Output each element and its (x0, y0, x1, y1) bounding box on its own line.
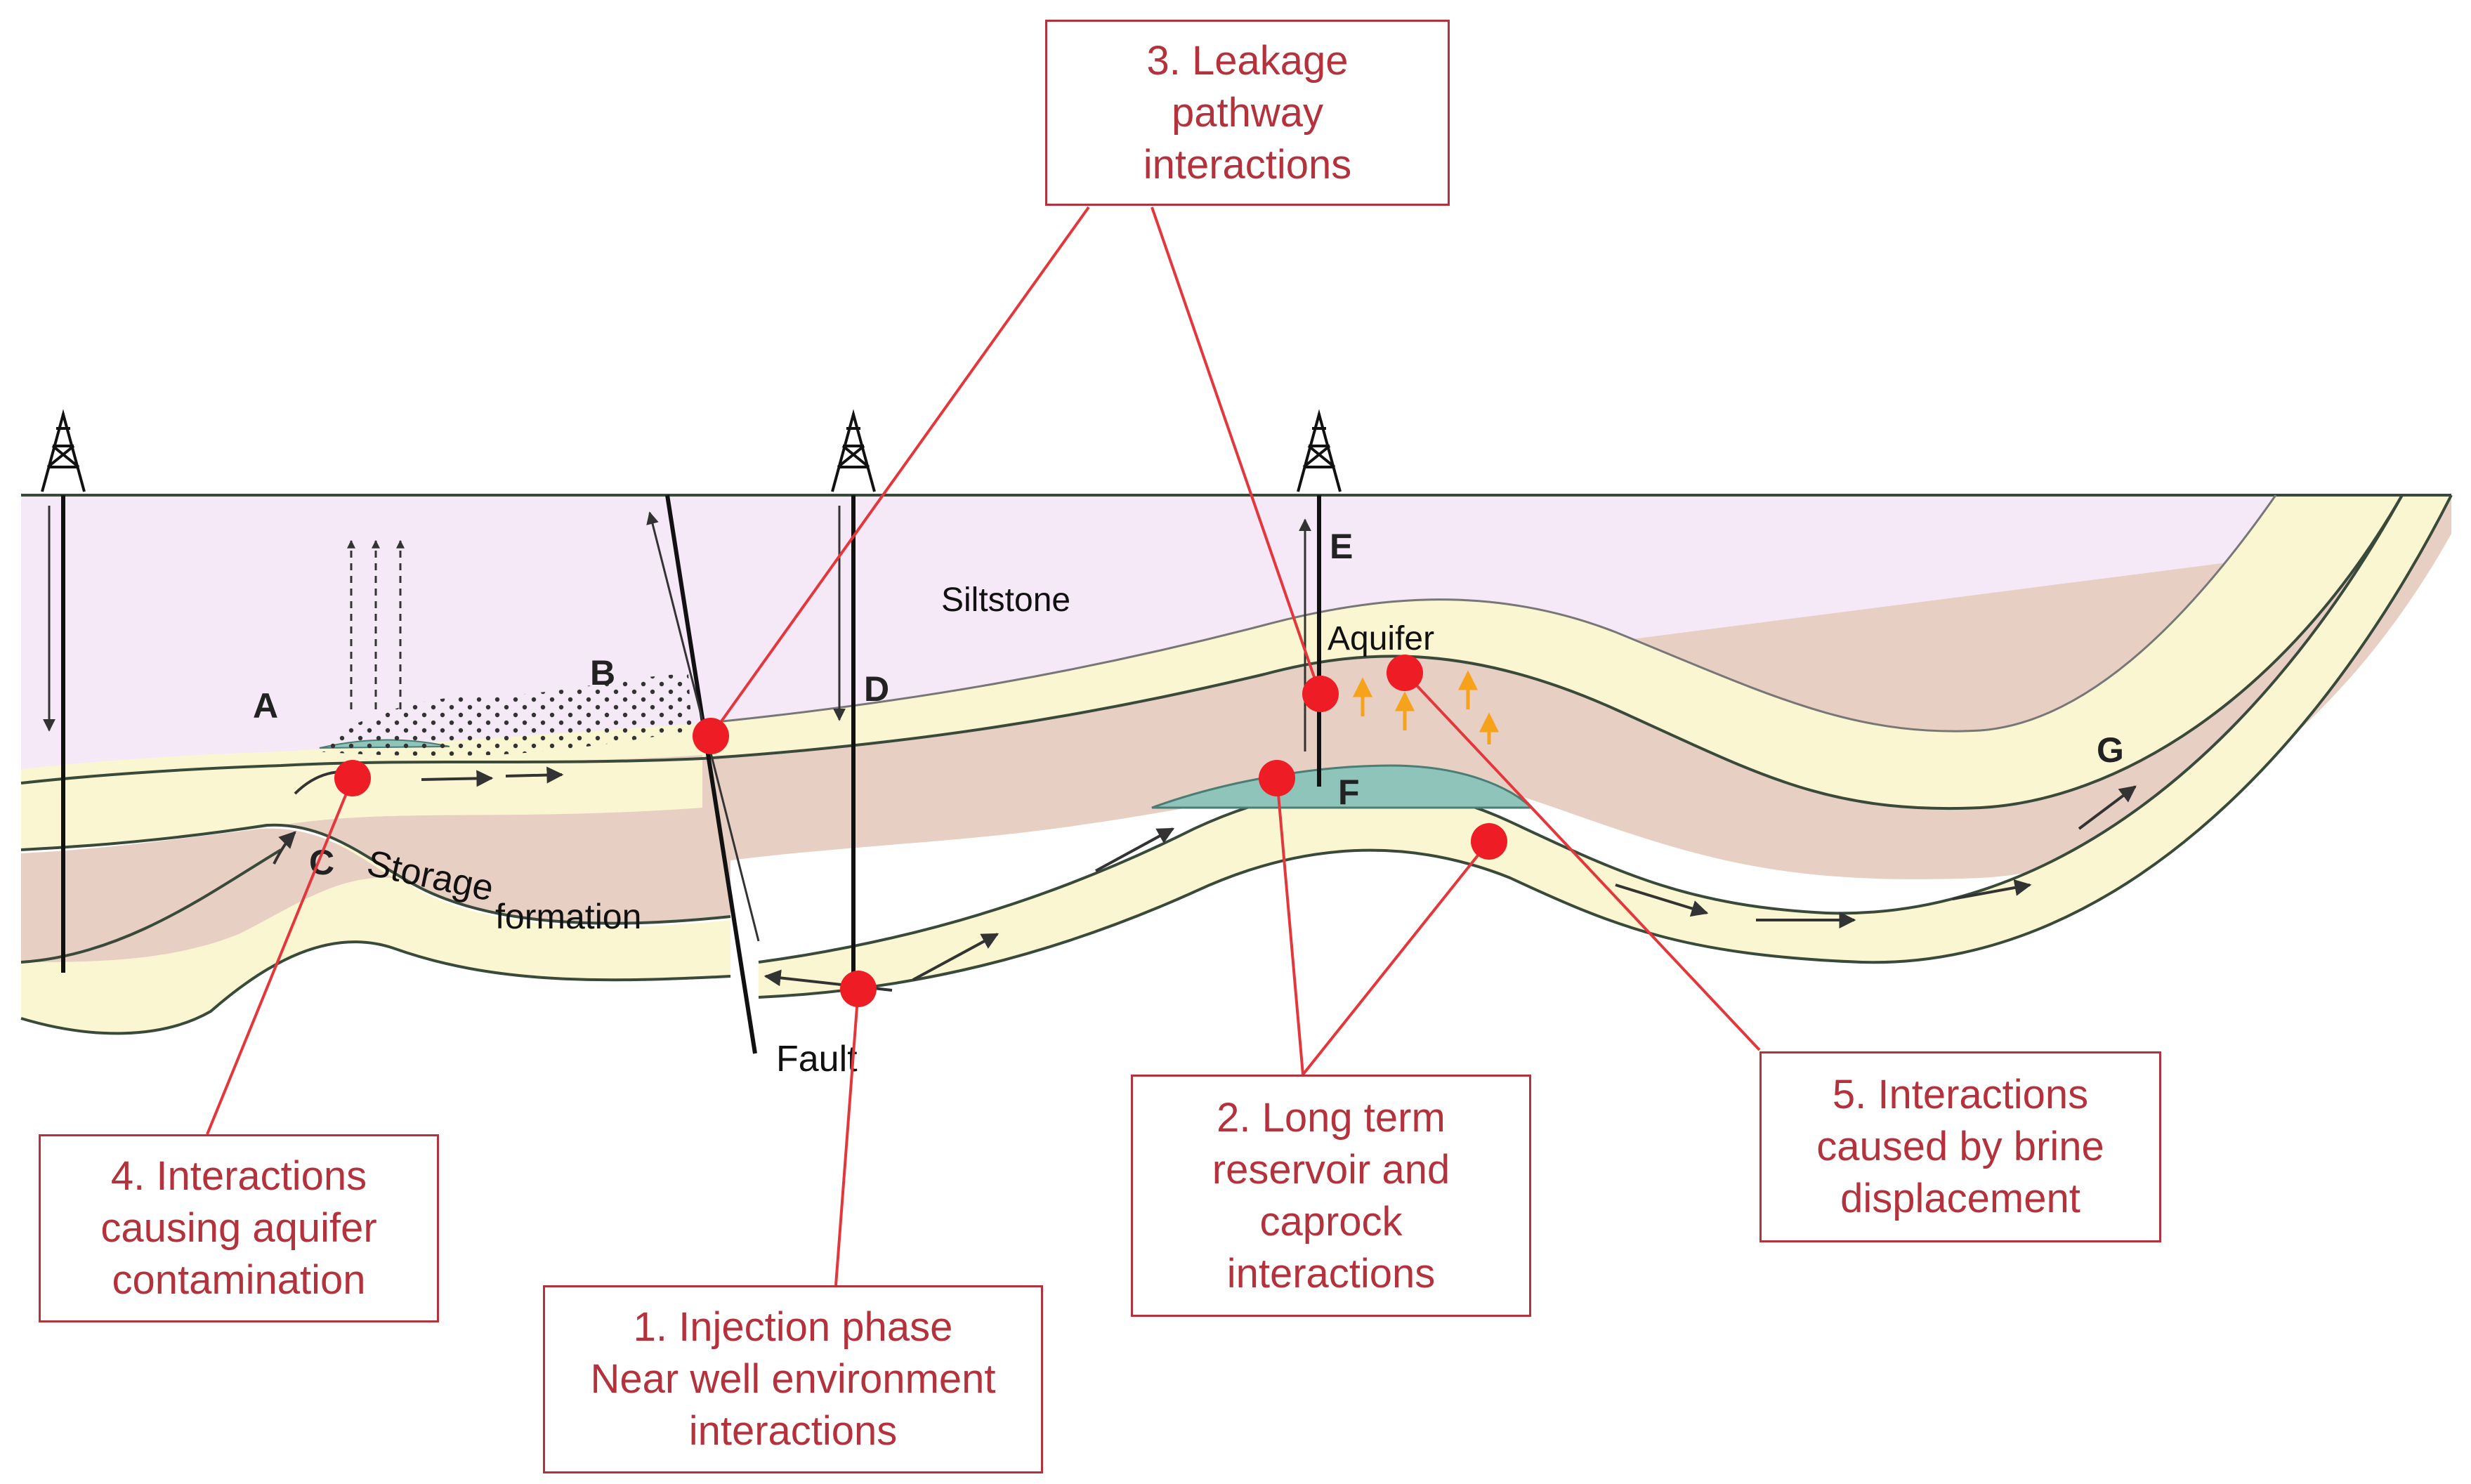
storage-formation-layer (21, 840, 730, 1034)
callout-2-line-2: reservoir and (1212, 1146, 1450, 1193)
callout-5-line-1: 5. Interactions (1832, 1072, 2089, 1117)
callout-3-line-3: interactions (1143, 141, 1352, 188)
callout-1-line-2: Near well environment (590, 1356, 996, 1402)
marker-plume-f (1259, 760, 1295, 796)
marker-brine (1387, 655, 1423, 691)
siltstone-label: Siltstone (941, 582, 1070, 619)
callout-2-reservoir-caprock: 2. Long term reservoir and caprock inter… (1131, 1075, 1531, 1317)
marker-aquifer-a (334, 760, 371, 796)
well-flow-arrows (43, 506, 1311, 751)
point-e: E (1330, 527, 1353, 566)
aquifer-band-left (21, 759, 702, 850)
drilling-rig-icon (41, 409, 1342, 492)
wells (61, 495, 1321, 997)
brine-arrows (1352, 670, 1500, 744)
callout-1-line-1: 1. Injection phase (633, 1304, 953, 1350)
callout-2-line-1: 2. Long term (1217, 1094, 1446, 1141)
flow-arrow-icon (273, 762, 2137, 992)
point-b: B (590, 653, 615, 692)
marker-well-e (1302, 676, 1339, 712)
callout-3-line-2: pathway (1171, 89, 1324, 136)
marker-injection (840, 971, 877, 1007)
callout-3-leakage-pathway: 3. Leakage pathway interactions (1045, 20, 1450, 206)
formation-label: formation (495, 897, 641, 936)
callout-3-line-1: 3. Leakage (1146, 37, 1349, 84)
co2-plume-f (1151, 764, 1534, 809)
callout-4-aquifer-contamination: 4. Interactions causing aquifer contamin… (39, 1134, 439, 1322)
marker-caprock (1471, 823, 1507, 860)
point-d: D (864, 669, 889, 709)
callout-4-line-2: causing aquifer (100, 1205, 377, 1251)
marker-fault (693, 718, 729, 754)
callout-5-line-3: displacement (1840, 1176, 2080, 1221)
interaction-marker-icon (334, 655, 1507, 1007)
callout-1-injection-phase: 1. Injection phase Near well environment… (543, 1285, 1043, 1473)
point-f: F (1338, 773, 1360, 812)
callout-4-line-1: 4. Interactions (110, 1153, 367, 1199)
aquifer-label: Aquifer (1328, 620, 1434, 657)
callout-5-brine-displacement: 5. Interactions caused by brine displace… (1759, 1051, 2161, 1242)
fault-label: Fault (776, 1039, 858, 1079)
gas-migration-dots (316, 674, 692, 756)
lower-shale (21, 808, 730, 924)
callout-4-line-3: contamination (112, 1257, 366, 1303)
point-a: A (253, 686, 278, 725)
callout-5-line-2: caused by brine (1816, 1124, 2104, 1169)
callout-1-line-3: interactions (688, 1408, 898, 1454)
callout-2-line-4: interactions (1226, 1250, 1436, 1296)
callout-leaders (206, 206, 1761, 1286)
aquifer-band (702, 495, 2402, 809)
layer-boundaries (20, 494, 2453, 1035)
point-g: G (2097, 730, 2124, 770)
storage-formation-right (759, 495, 2451, 997)
leakage-dashed-arrows (347, 539, 405, 709)
fault-line (665, 494, 757, 1054)
callout-2-line-3: caprock (1259, 1198, 1403, 1245)
